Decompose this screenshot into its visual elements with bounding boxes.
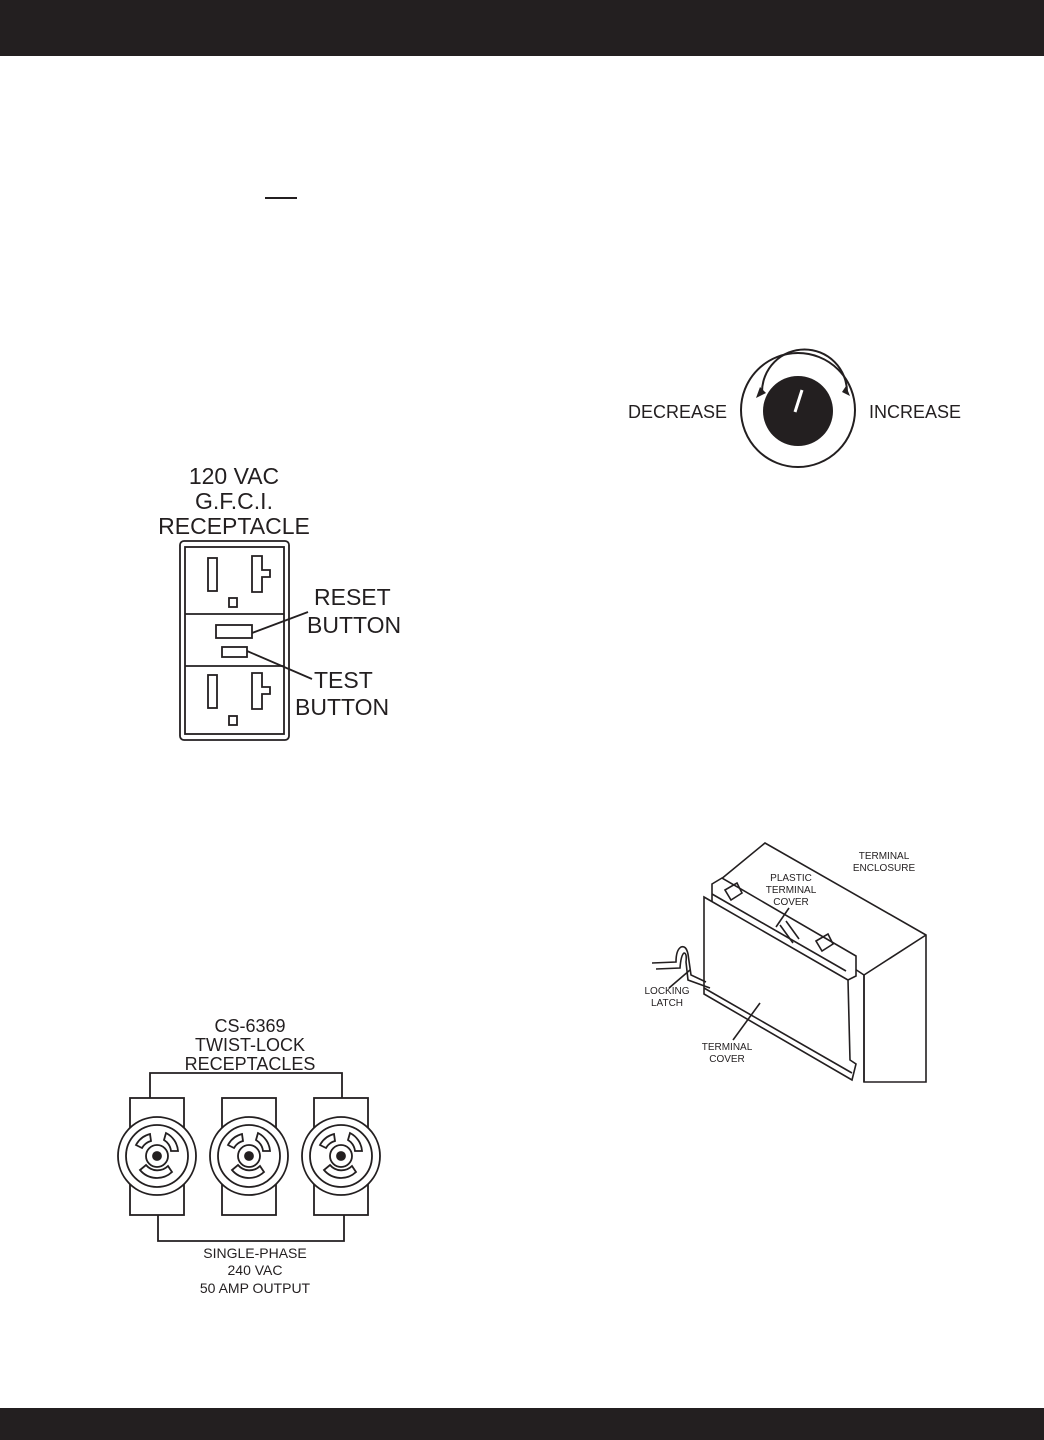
twistlock-title-line-1: CS-6369 [214,1016,285,1036]
twistlock-output-line-2: 240 VAC [228,1262,283,1278]
increase-arrow-icon [842,386,850,396]
test-button[interactable] [221,646,248,658]
enclosure-label-line-2: ENCLOSURE [853,863,916,874]
gfci-title-line-3: RECEPTACLE [158,513,310,539]
plastic-cover-label-line-1: PLASTIC [770,873,812,884]
gfci-title-line-2: G.F.C.I. [195,488,273,514]
twistlock-title-line-3: RECEPTACLES [185,1054,316,1074]
gfci-title-line-1: 120 VAC [189,463,279,489]
enclosure-label-line-1: TERMINAL [859,851,910,862]
header-bar [0,0,1044,56]
voltage-knob[interactable] [763,376,833,446]
test-label-line-2: BUTTON [295,694,389,720]
terminal-figure: TERMINAL ENCLOSURE PLASTIC TERMINAL COVE… [644,842,927,1083]
twistlock-title-line-2: TWIST-LOCK [195,1035,305,1055]
plastic-cover-label-line-2: TERMINAL [766,885,817,896]
gfci-receptacle [179,540,313,741]
increase-label: INCREASE [869,402,961,422]
cover-label-line-2: COVER [709,1054,745,1065]
test-label-line-1: TEST [314,667,373,693]
voltage-knob-figure: DECREASE INCREASE [628,348,961,468]
decrease-label: DECREASE [628,402,727,422]
twistlock-receptacle-3[interactable] [301,1097,381,1216]
terminal-cover-panel[interactable] [703,895,857,1082]
twistlock-receptacle-2[interactable] [209,1097,289,1216]
plastic-cover-label-line-3: COVER [773,897,809,908]
cover-label-line-1: TERMINAL [702,1042,753,1053]
latch-label-line-1: LOCKING [644,986,689,997]
locking-latch[interactable] [651,945,707,983]
gfci-figure: 120 VAC G.F.C.I. RECEPTACLE RESET BUTTON… [158,463,401,741]
footer-bar [0,1408,1044,1440]
underline-mark [265,197,297,199]
twistlock-output-line-3: 50 AMP OUTPUT [200,1280,311,1296]
latch-label-line-2: LATCH [651,998,683,1009]
reset-button[interactable] [215,624,253,639]
twistlock-output-line-1: SINGLE-PHASE [203,1245,306,1261]
reset-label-line-2: BUTTON [307,612,401,638]
twistlock-receptacle-1[interactable] [117,1097,197,1216]
twistlock-figure: CS-6369 TWIST-LOCK RECEPTACLES [117,1016,381,1296]
decrease-arrow-icon [756,387,766,398]
reset-label-line-1: RESET [314,584,391,610]
